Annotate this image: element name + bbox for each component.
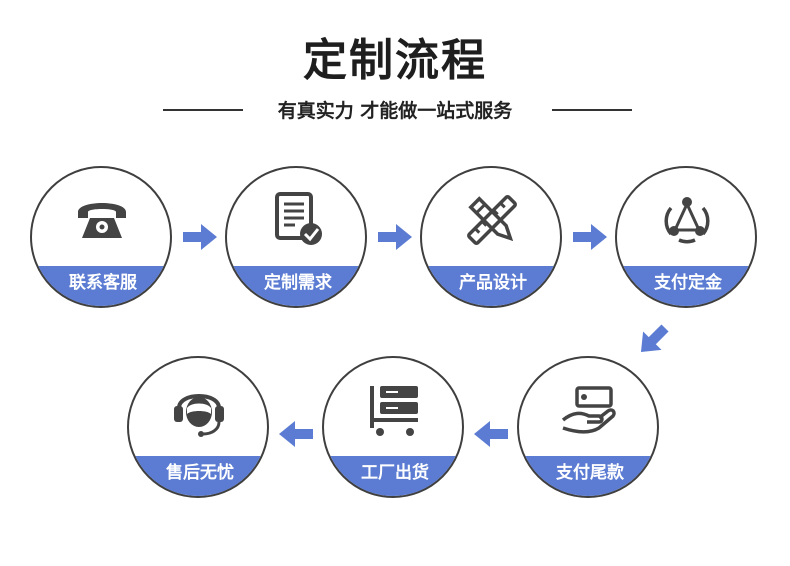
pencil-ruler-icon [462,190,522,250]
step-label-band [129,456,267,496]
step-label: 支付尾款 [556,463,624,483]
step-label-band [227,266,365,306]
step-pay-balance: 支付尾款 [517,356,659,498]
step-label-band [32,266,170,306]
arrow-left-icon [472,420,510,448]
step-after-sales: 售后无忧 [127,356,269,498]
headset-agent-icon [169,380,229,440]
step-label-band [519,456,657,496]
step-label-band [617,266,755,306]
arrow-right-icon [376,223,414,251]
checklist-icon [267,190,327,250]
arrow-left-icon [277,420,315,448]
subtitle-left-line [163,109,243,111]
step-label: 定制需求 [264,273,332,293]
network-triangle-icon [657,190,717,250]
subtitle-row: 有真实力 才能做一站式服务 [0,94,790,124]
step-label: 售后无忧 [166,463,234,483]
page-subtitle: 有真实力 才能做一站式服务 [277,100,513,122]
arrow-down-left-icon [630,317,677,364]
step-contact-service: 联系客服 [30,166,172,308]
step-label: 联系客服 [69,273,137,293]
step-factory-shipping: 工厂出货 [322,356,464,498]
step-pay-deposit: 支付定金 [615,166,757,308]
step-custom-requirements: 定制需求 [225,166,367,308]
step-label: 支付定金 [654,273,722,293]
cart-shelf-icon [364,380,424,440]
step-label-band [324,456,462,496]
subtitle-right-line [552,109,632,111]
arrow-right-icon [181,223,219,251]
telephone-icon [72,190,132,250]
page-title: 定制流程 [303,35,487,86]
hand-payment-icon [559,380,619,440]
step-label: 工厂出货 [361,463,429,483]
step-label: 产品设计 [459,273,527,293]
step-label-band [422,266,560,306]
step-product-design: 产品设计 [420,166,562,308]
arrow-right-icon [571,223,609,251]
